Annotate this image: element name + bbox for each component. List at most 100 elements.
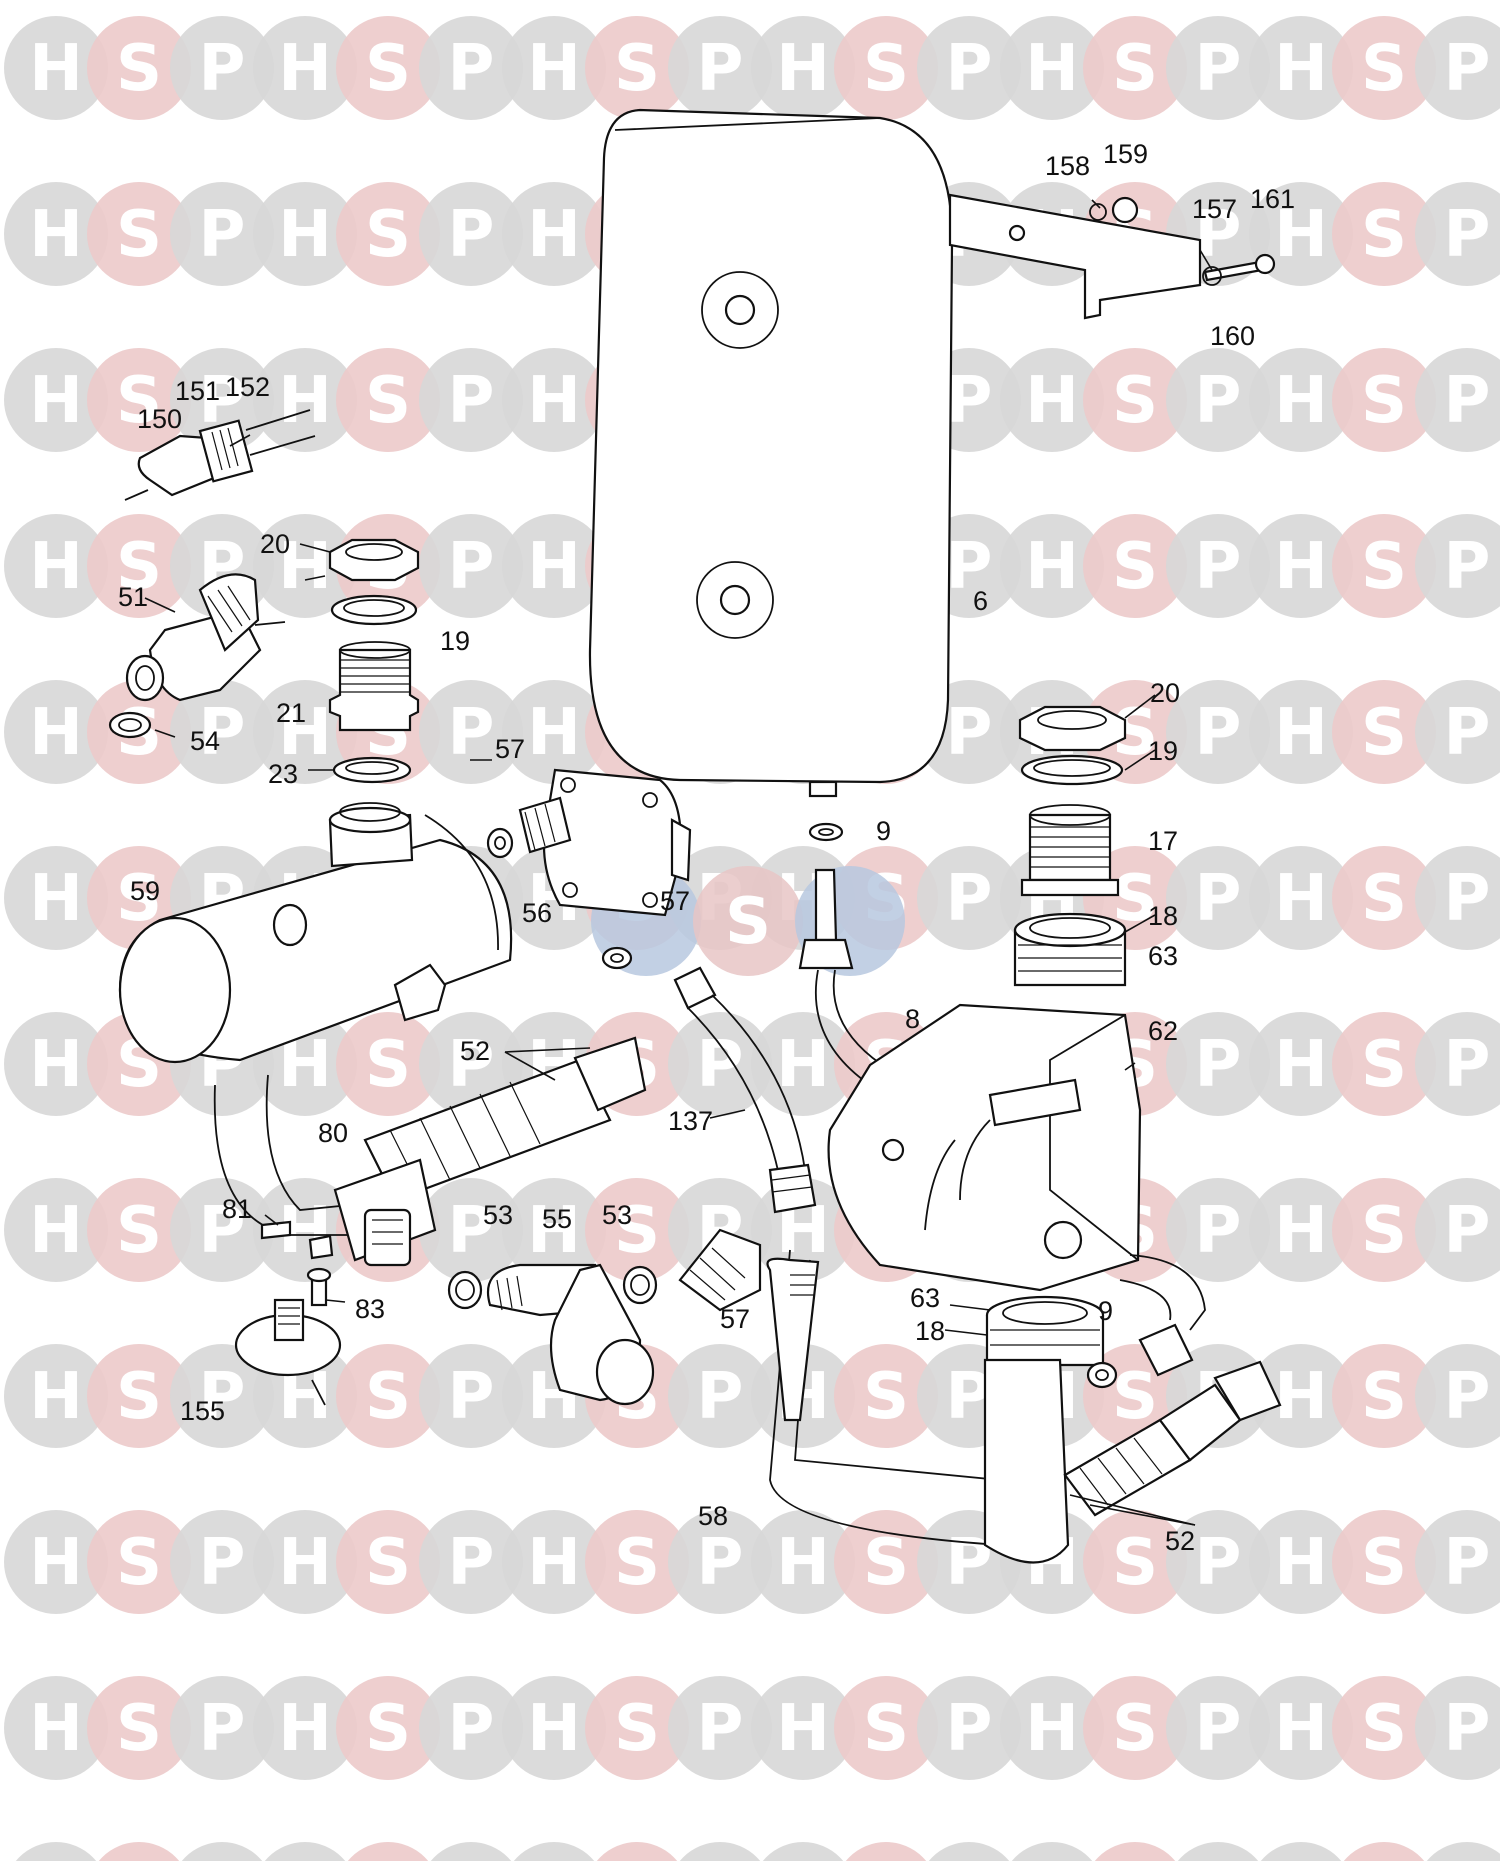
- part-20-nut-right: [1018, 705, 1127, 752]
- callout-62: 62: [1148, 1016, 1178, 1046]
- watermark-letter: P: [1195, 32, 1242, 106]
- watermark-circle: [336, 1012, 440, 1116]
- part-62-pump: [827, 1003, 1142, 1292]
- watermark-circle: [1415, 846, 1500, 950]
- watermark-letter: H: [776, 32, 830, 106]
- watermark-circle: [1415, 1510, 1500, 1614]
- watermark-circle: [679, 1842, 761, 1861]
- watermark-letter: H: [29, 1858, 83, 1861]
- callout-59: 59: [130, 876, 160, 906]
- watermark-letter: P: [199, 198, 246, 272]
- watermark-circle: [419, 680, 523, 784]
- callout-150: 150: [137, 404, 182, 434]
- watermark-circle: [4, 182, 108, 286]
- watermark-letter: H: [527, 1526, 581, 1600]
- watermark-letter: S: [1361, 1028, 1407, 1102]
- watermark-letter: H: [29, 1526, 83, 1600]
- watermark-circle: [502, 514, 606, 618]
- callout-81: 81: [222, 1194, 252, 1224]
- watermark-circle: [264, 1842, 346, 1861]
- watermark-circle: [1332, 1344, 1436, 1448]
- watermark-letter: S: [116, 32, 162, 106]
- watermark-circle: [834, 1676, 938, 1780]
- watermark-letter: P: [448, 1194, 495, 1268]
- watermark-circle: [419, 514, 523, 618]
- watermark-letter: H: [278, 1526, 332, 1600]
- watermark-circle: [585, 1178, 689, 1282]
- callout-151: 151: [175, 376, 220, 406]
- watermark-letter: P: [1444, 32, 1491, 106]
- watermark-letter: P: [448, 198, 495, 272]
- watermark-letter: S: [1361, 1360, 1407, 1434]
- watermark-circle: [170, 1510, 274, 1614]
- callout-9-top: 9: [876, 816, 891, 846]
- watermark-circle: [253, 16, 357, 120]
- watermark-circle: [668, 1676, 772, 1780]
- part-58-pipe: [766, 1249, 1070, 1564]
- watermark-circle: [1332, 846, 1436, 950]
- watermark-letter: P: [199, 1194, 246, 1268]
- watermark-letter: P: [1195, 530, 1242, 604]
- callout-23: 23: [268, 759, 298, 789]
- watermark-circle: [1332, 1676, 1436, 1780]
- watermark-letter: H: [527, 1858, 581, 1861]
- watermark-circle: [1166, 1012, 1270, 1116]
- callout-157: 157: [1192, 194, 1237, 224]
- watermark-letter: H: [1025, 1692, 1079, 1766]
- watermark-circle: [1249, 1012, 1353, 1116]
- watermark-letter: P: [199, 1858, 246, 1861]
- watermark-letter: P: [697, 1526, 744, 1600]
- watermark-letter: S: [1112, 1360, 1158, 1434]
- leader-lines: [144, 199, 1213, 1526]
- watermark-circle: [1166, 846, 1270, 950]
- watermark-letter: H: [1274, 696, 1328, 770]
- watermark-circle: [502, 680, 606, 784]
- callout-63-bottom: 63: [910, 1283, 940, 1313]
- watermark-letter: H: [776, 1858, 830, 1861]
- watermark-letter: S: [116, 1194, 162, 1268]
- callout-17: 17: [1148, 826, 1178, 856]
- callout-57-middle: 57: [660, 886, 690, 916]
- watermark-letter: S: [863, 1526, 909, 1600]
- watermark-letter: S: [1361, 198, 1407, 272]
- part-9-washer-bottom: [1086, 1361, 1118, 1389]
- watermark-circle: [181, 1842, 263, 1861]
- watermark-circle: [87, 1676, 191, 1780]
- watermark-circle: [1000, 16, 1104, 120]
- watermark-circle: [1415, 182, 1500, 286]
- watermark-letter: P: [946, 1858, 993, 1861]
- callout-51: 51: [118, 582, 148, 612]
- watermark-letter: S: [1361, 1194, 1407, 1268]
- watermark-letter: H: [527, 364, 581, 438]
- watermark-circle: [1426, 1842, 1500, 1861]
- watermark-letter: P: [1444, 530, 1491, 604]
- watermark-letter: S: [1361, 696, 1407, 770]
- watermark-letter: S: [116, 1692, 162, 1766]
- watermark-circle: [170, 1178, 274, 1282]
- watermark-circle: [1415, 348, 1500, 452]
- watermark-letter: P: [199, 1526, 246, 1600]
- watermark-letter: S: [365, 1360, 411, 1434]
- part-57-union-c: [678, 1228, 762, 1312]
- watermark-letter: S: [1361, 32, 1407, 106]
- watermark-circle: [751, 1012, 855, 1116]
- watermark-circle: [253, 1676, 357, 1780]
- watermark-letter: P: [1195, 364, 1242, 438]
- watermark-letter: H: [776, 1028, 830, 1102]
- watermark-circle: [502, 1178, 606, 1282]
- watermark-circle: [834, 16, 938, 120]
- watermark-circle: [1343, 1842, 1425, 1861]
- watermark-letter: S: [116, 1360, 162, 1434]
- watermark-circle: [1415, 680, 1500, 784]
- watermark-letter: H: [1274, 1692, 1328, 1766]
- watermark-circle: [1249, 680, 1353, 784]
- watermark-letter: H: [1274, 1526, 1328, 1600]
- watermark-circle: [1000, 348, 1104, 452]
- callout-55: 55: [542, 1204, 572, 1234]
- watermark-letter: P: [697, 32, 744, 106]
- watermark-circle: [87, 1178, 191, 1282]
- watermark-circle: [253, 1510, 357, 1614]
- watermark-letter: S: [1112, 1526, 1158, 1600]
- watermark-letter: H: [776, 1526, 830, 1600]
